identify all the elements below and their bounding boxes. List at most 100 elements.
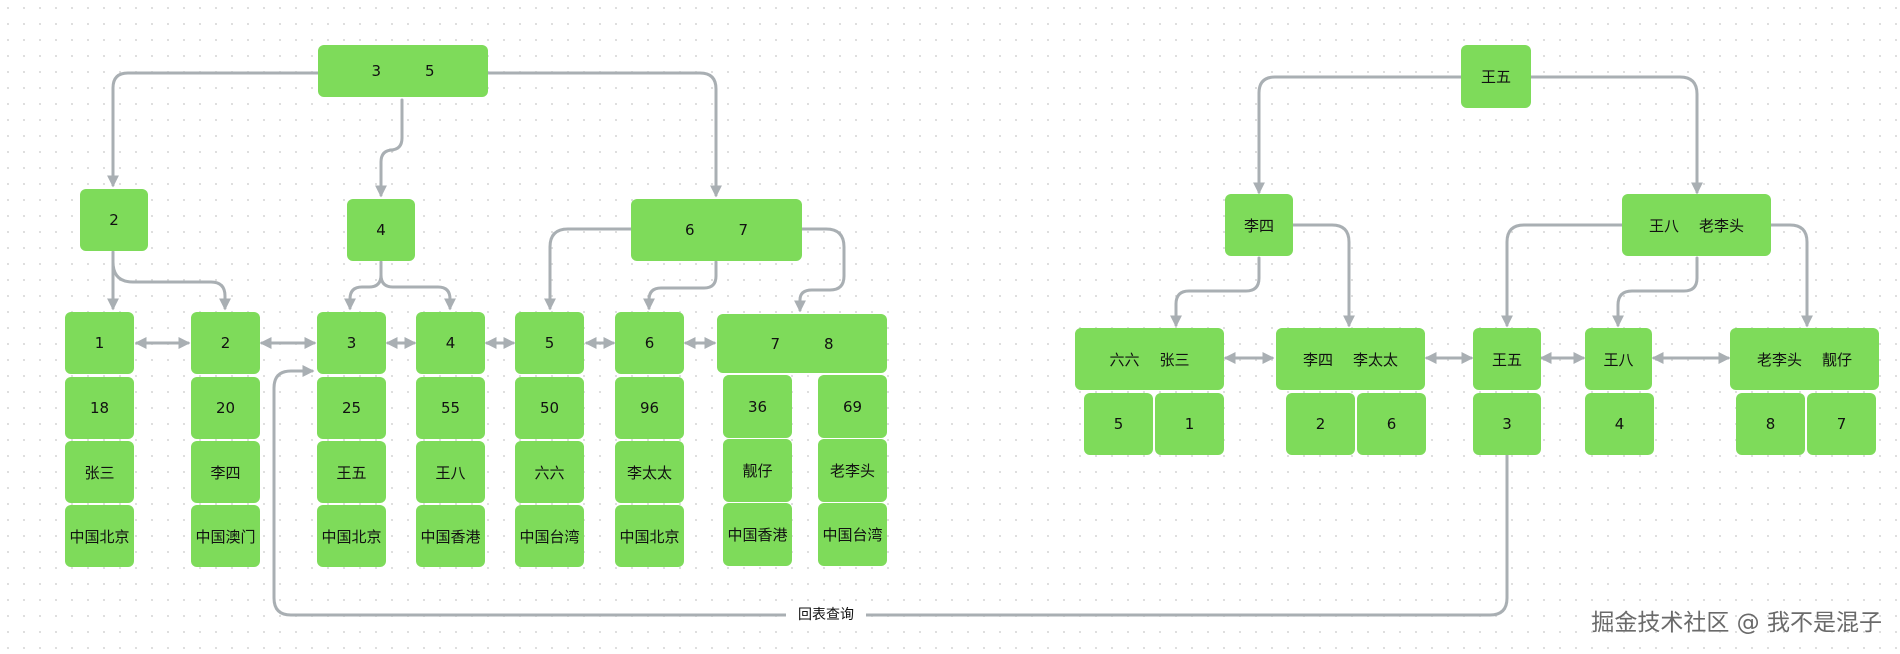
edge-sroot-to-wangba [1529, 75, 1703, 195]
leaf-key-text: 2 [220, 334, 231, 352]
clustered-leaf-key: 4 [416, 312, 485, 374]
edge-node-6-7-to-leaf-7-8 [794, 227, 846, 313]
edge-wangba-to-leaf-e [1769, 223, 1813, 328]
edge-node-2-to-leaf-2 [111, 260, 231, 311]
secondary-leaf-keys: 老李头 靓仔 [1730, 328, 1879, 390]
clustered-internal-node-right: 6 7 [631, 199, 802, 261]
clustered-leaf-cell: 张三 [65, 441, 134, 503]
clustered-leaf-cell: 靓仔 [723, 439, 792, 502]
edge-node-4-to-leaf-4 [379, 273, 456, 311]
clustered-leaf-key-pair: 7 8 [717, 314, 887, 373]
clustered-leaf-cell: 李四 [191, 441, 260, 503]
clustered-leaf-cell: 中国北京 [317, 505, 386, 567]
secondary-leaf-id: 8 [1736, 393, 1805, 455]
cell-text: 25 [341, 399, 362, 417]
edge-root-to-node-6-7 [486, 71, 722, 198]
id-text: 2 [1315, 415, 1326, 433]
secondary-internal-node-left: 李四 [1225, 194, 1293, 256]
leaf-key-text: 3 [346, 334, 357, 352]
id-text: 1 [1184, 415, 1195, 433]
clustered-root-key: 3 [371, 62, 381, 80]
secondary-leaf-id: 7 [1807, 393, 1876, 455]
cell-text: 王五 [336, 463, 367, 482]
edge-sroot-to-lisi [1253, 75, 1463, 195]
clustered-internal-node-left: 2 [80, 189, 148, 251]
secondary-leaf-id: 4 [1585, 393, 1654, 455]
clustered-leaf-cell: 中国澳门 [191, 505, 260, 567]
edge-root-to-node-4 [375, 98, 404, 198]
cell-text: 中国北京 [321, 527, 382, 546]
cell-text: 王八 [435, 463, 466, 482]
cell-text: 中国台湾 [519, 527, 580, 546]
clustered-internal-node-middle: 4 [347, 199, 415, 261]
secondary-internal-key: 李四 [1243, 216, 1274, 235]
cell-text: 中国香港 [727, 526, 788, 544]
clustered-leaf-cell: 55 [416, 377, 485, 439]
secondary-leaf-keys: 六六 张三 [1075, 328, 1224, 390]
cell-text: 中国香港 [420, 527, 481, 546]
cell-text: 靓仔 [742, 462, 773, 480]
cell-text: 六六 [534, 463, 565, 482]
edge-lisi-to-leaf-b [1291, 223, 1355, 328]
clustered-leaf-cell: 老李头 [818, 439, 887, 502]
clustered-internal-key: 6 [684, 221, 695, 239]
clustered-leaf-cell: 李太太 [615, 441, 684, 503]
cell-text: 55 [440, 399, 461, 417]
secondary-leaf-keys: 李四 李太太 [1276, 328, 1425, 390]
leaf-key-text: 六六 [1109, 350, 1140, 369]
cell-text: 李四 [210, 463, 241, 482]
cell-text: 18 [89, 399, 110, 417]
secondary-internal-key: 王八 [1648, 216, 1679, 235]
clustered-leaf-cell: 王五 [317, 441, 386, 503]
cell-text: 中国北京 [619, 527, 680, 546]
edge-root-to-node-2 [107, 71, 320, 188]
cell-text: 50 [539, 399, 560, 417]
secondary-leaf-id: 5 [1084, 393, 1153, 455]
cell-text: 中国北京 [69, 527, 130, 546]
cell-text: 老李头 [829, 462, 875, 480]
cell-text: 20 [215, 399, 236, 417]
clustered-leaf-cell: 王八 [416, 441, 485, 503]
id-text: 3 [1502, 415, 1512, 433]
clustered-leaf-cell: 中国台湾 [515, 505, 584, 567]
clustered-root-key: 5 [425, 62, 435, 80]
leaf-key-text: 老李头 [1756, 350, 1802, 369]
secondary-leaf-id: 3 [1473, 393, 1541, 455]
cell-text: 中国澳门 [195, 527, 256, 546]
cell-text: 36 [747, 397, 768, 416]
secondary-leaf-id: 6 [1357, 393, 1426, 455]
secondary-leaf-keys: 王八 [1585, 328, 1652, 390]
leaf-key-text: 8 [824, 334, 834, 353]
clustered-leaf-cell: 中国香港 [416, 505, 485, 567]
watermark: 掘金技术社区 @ 我不是混子 [1591, 610, 1882, 636]
clustered-leaf-key: 2 [191, 312, 260, 374]
leaf-key-text: 李太太 [1353, 350, 1399, 369]
id-text: 4 [1614, 415, 1625, 433]
edge-back-lookup [272, 365, 1509, 617]
edge-lisi-to-leaf-a [1170, 256, 1261, 328]
secondary-internal-node-right: 王八 老李头 [1622, 194, 1771, 256]
cell-text: 69 [842, 397, 863, 416]
clustered-leaf-cell: 18 [65, 377, 134, 439]
clustered-leaf-cell: 96 [615, 377, 684, 439]
id-text: 7 [1836, 415, 1847, 433]
clustered-leaf-key: 6 [615, 312, 684, 374]
clustered-leaf-cell: 中国北京 [65, 505, 134, 567]
secondary-leaf-id: 2 [1286, 393, 1355, 455]
id-text: 8 [1765, 415, 1776, 433]
leaf-key-text: 1 [94, 334, 105, 352]
leaf-key-text: 4 [445, 334, 456, 352]
clustered-leaf-cell: 69 [818, 375, 887, 438]
id-text: 6 [1386, 415, 1397, 433]
leaf-key-text: 靓仔 [1822, 350, 1853, 369]
clustered-leaf-cell: 50 [515, 377, 584, 439]
clustered-leaf-key: 3 [317, 312, 386, 374]
clustered-root-node: 3 5 [318, 45, 488, 97]
clustered-leaf-cell: 中国香港 [723, 503, 792, 566]
secondary-root-node: 王五 [1461, 45, 1531, 108]
clustered-internal-key: 2 [109, 211, 119, 229]
back-lookup-label: 回表查询 [786, 604, 866, 624]
leaf-key-text: 5 [544, 334, 555, 352]
cell-text: 中国台湾 [822, 526, 883, 544]
